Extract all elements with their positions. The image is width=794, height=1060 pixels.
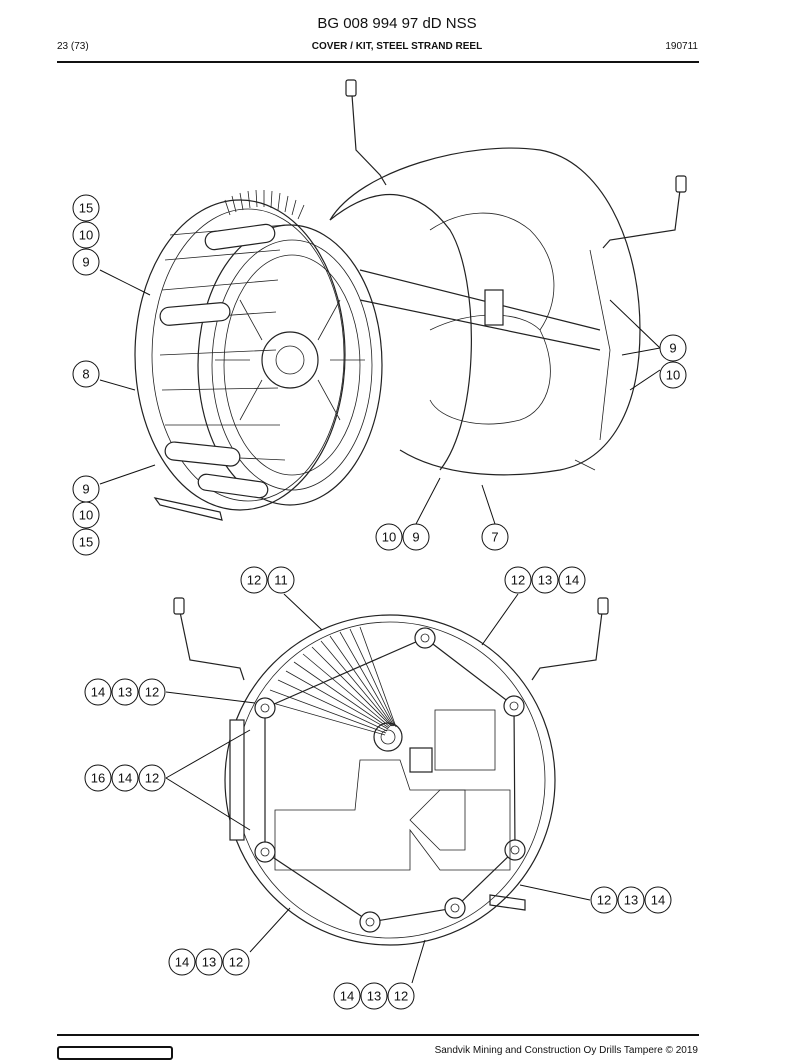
- callout-12-left-a: 12: [138, 678, 166, 706]
- callout-13-right-b: 13: [617, 886, 645, 914]
- callout-13-bottom-b: 13: [360, 982, 388, 1010]
- svg-text:14: 14: [91, 685, 105, 700]
- callout-14-top-right: 14: [558, 566, 586, 594]
- reel-assembly-illustration: [173, 597, 609, 946]
- svg-text:9: 9: [82, 255, 89, 270]
- callout-12-top-right: 12: [504, 566, 532, 594]
- callout-12-bottom-b: 12: [387, 982, 415, 1010]
- callout-13-left-a: 13: [111, 678, 139, 706]
- svg-text:10: 10: [666, 368, 680, 383]
- svg-text:9: 9: [412, 530, 419, 545]
- svg-text:11: 11: [274, 573, 288, 588]
- callout-9-top: 9: [72, 248, 100, 276]
- callout-14-left-a: 14: [84, 678, 112, 706]
- svg-text:10: 10: [382, 530, 396, 545]
- callout-15-lower-left: 15: [72, 528, 100, 556]
- svg-text:12: 12: [145, 771, 159, 786]
- callout-13-top-right: 13: [531, 566, 559, 594]
- svg-text:12: 12: [511, 573, 525, 588]
- callout-12-left-b: 12: [138, 764, 166, 792]
- svg-text:15: 15: [79, 535, 93, 550]
- callout-12-top-left: 12: [240, 566, 268, 594]
- cover-illustration: [329, 79, 687, 476]
- callout-9-lower-left: 9: [72, 475, 100, 503]
- callout-10-bottom: 10: [375, 523, 403, 551]
- svg-text:13: 13: [202, 955, 216, 970]
- reel-drum-illustration: [134, 189, 383, 521]
- callout-14-left-b: 14: [111, 764, 139, 792]
- callout-7: 7: [481, 523, 509, 551]
- svg-text:12: 12: [394, 989, 408, 1004]
- svg-text:14: 14: [118, 771, 132, 786]
- svg-text:9: 9: [669, 341, 676, 356]
- callout-9-right: 9: [659, 334, 687, 362]
- svg-text:14: 14: [651, 893, 665, 908]
- callout-14-bottom-a: 14: [168, 948, 196, 976]
- svg-text:12: 12: [597, 893, 611, 908]
- callout-13-bottom-a: 13: [195, 948, 223, 976]
- callout-15-top: 15: [72, 194, 100, 222]
- callout-11: 11: [267, 566, 295, 594]
- document-id: BG 008 994 97 dD NSS: [317, 15, 477, 32]
- svg-text:14: 14: [175, 955, 189, 970]
- svg-text:10: 10: [79, 508, 93, 523]
- callout-10-right: 10: [659, 361, 687, 389]
- svg-text:13: 13: [118, 685, 132, 700]
- header-rule: [57, 61, 699, 63]
- svg-text:12: 12: [247, 573, 261, 588]
- date-code: 190711: [665, 41, 698, 52]
- copyright-text: Sandvik Mining and Construction Oy Drill…: [434, 1045, 698, 1056]
- svg-text:12: 12: [145, 685, 159, 700]
- svg-text:13: 13: [624, 893, 638, 908]
- leader-lines: [99, 269, 661, 984]
- svg-text:9: 9: [82, 482, 89, 497]
- callout-12-right-b: 12: [590, 886, 618, 914]
- footer-rule: [57, 1034, 699, 1036]
- callout-14-bottom-b: 14: [333, 982, 361, 1010]
- callout-12-bottom-a: 12: [222, 948, 250, 976]
- callout-9-bottom: 9: [402, 523, 430, 551]
- svg-text:8: 8: [82, 367, 89, 382]
- svg-text:15: 15: [79, 201, 93, 216]
- svg-text:13: 13: [367, 989, 381, 1004]
- page-title: COVER / KIT, STEEL STRAND REEL: [311, 41, 483, 52]
- svg-text:14: 14: [565, 573, 579, 588]
- callout-16: 16: [84, 764, 112, 792]
- svg-text:10: 10: [79, 228, 93, 243]
- callout-14-right-b: 14: [644, 886, 672, 914]
- svg-text:16: 16: [91, 771, 105, 786]
- svg-text:7: 7: [491, 530, 498, 545]
- callout-8: 8: [72, 360, 100, 388]
- svg-text:14: 14: [340, 989, 354, 1004]
- company-logo: [57, 1046, 173, 1060]
- callout-10-top: 10: [72, 221, 100, 249]
- svg-text:13: 13: [538, 573, 552, 588]
- page-number: 23 (73): [57, 41, 89, 52]
- callout-10-lower-left: 10: [72, 501, 100, 529]
- svg-text:12: 12: [229, 955, 243, 970]
